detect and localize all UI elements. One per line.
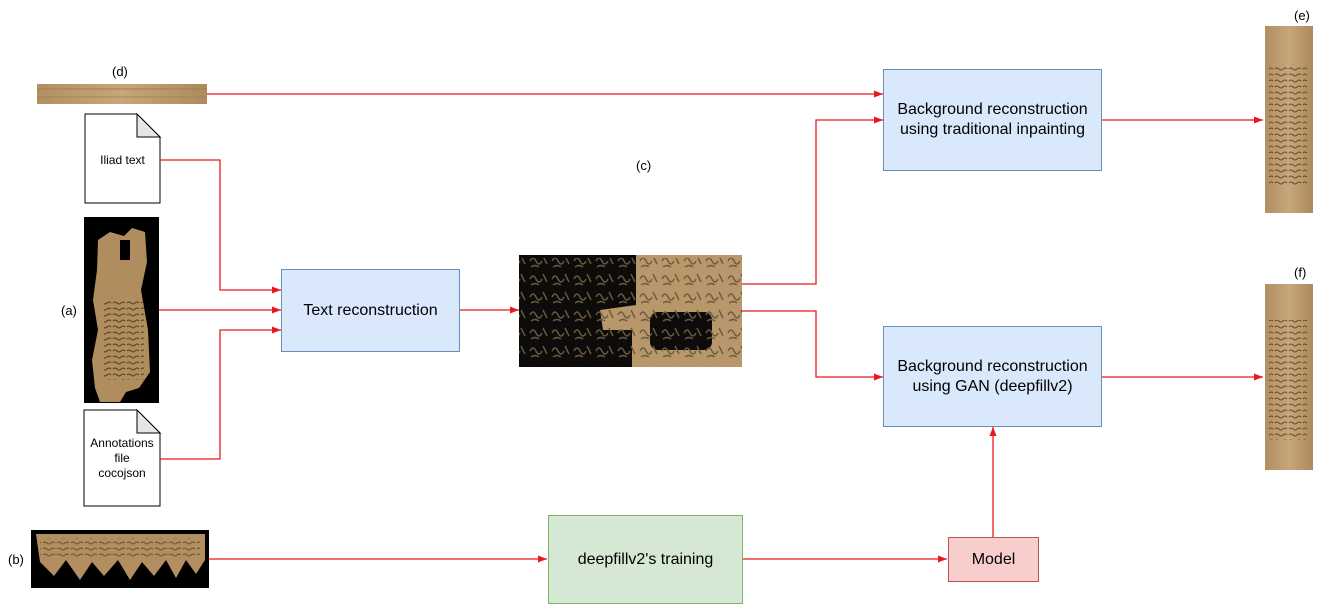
- label-e: (e): [1294, 8, 1310, 23]
- label-c: (c): [636, 158, 652, 173]
- annotations-document-icon: [83, 408, 162, 507]
- label-f: (f): [1294, 265, 1307, 280]
- label-a: (a): [61, 303, 77, 318]
- text-reconstruction-label: Text reconstruction: [303, 301, 438, 319]
- gan-inpainting-label-line1: Background reconstruction: [897, 357, 1088, 375]
- arrow-iliad-to-text-recon: [160, 159, 281, 294]
- model-box: Model: [948, 537, 1039, 582]
- iliad-text-label: Iliad text: [100, 152, 145, 167]
- annotations-label-line2: file: [114, 450, 130, 465]
- traditional-inpainting-label-line1: Background reconstruction: [897, 101, 1088, 118]
- iliad-document-icon: [84, 112, 162, 204]
- output-gan-image: [1265, 284, 1313, 470]
- training-strip-image: [31, 530, 209, 588]
- annotations-document-label: Annotations file cocojson: [84, 432, 160, 484]
- model-label: Model: [971, 550, 1016, 568]
- label-d: (d): [112, 64, 128, 79]
- traditional-inpainting-box: Background reconstruction using traditio…: [883, 69, 1102, 171]
- text-reconstruction-crop-image: [519, 255, 742, 367]
- annotations-label-line1: Annotations: [90, 435, 154, 450]
- gan-inpainting-box: Background reconstruction using GAN (dee…: [883, 326, 1102, 427]
- text-reconstruction-box: Text reconstruction: [281, 269, 460, 352]
- arrow-annotations-to-text-recon: [160, 326, 281, 460]
- traditional-inpainting-label-line2: using traditional inpainting: [899, 121, 1085, 138]
- iliad-document-label: Iliad text: [85, 150, 160, 170]
- output-traditional-image: [1265, 26, 1313, 213]
- deepfillv2-training-label: deepfillv2's training: [577, 550, 714, 568]
- fragment-image: [84, 217, 159, 403]
- papyrus-strip-image: [37, 84, 207, 104]
- annotations-label-line3: cocojson: [98, 465, 146, 480]
- gan-inpainting-label-line2: using GAN (deepfillv2): [912, 377, 1073, 395]
- arrow-crop-to-gan: [742, 310, 883, 381]
- deepfillv2-training-box: deepfillv2's training: [548, 515, 743, 604]
- label-b: (b): [8, 552, 24, 567]
- arrow-crop-to-traditional: [742, 116, 883, 285]
